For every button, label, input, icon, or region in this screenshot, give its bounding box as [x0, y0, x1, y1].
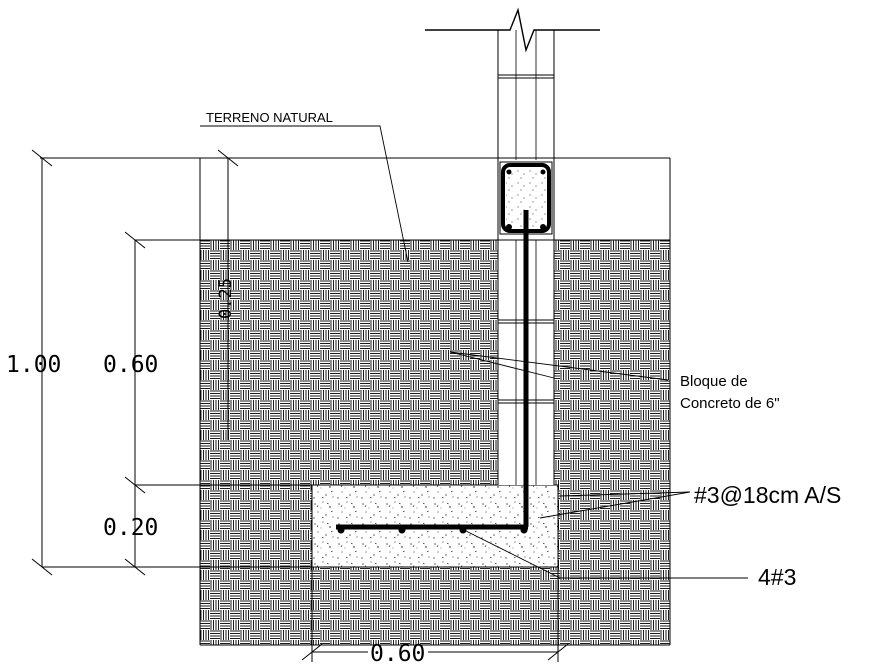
break-line	[425, 7, 600, 53]
small-dim-label: 0.25	[216, 278, 236, 319]
dim-total-height: 1.00	[6, 352, 61, 378]
dim-footing-width: 0.60	[370, 641, 425, 666]
rebar-dot	[398, 526, 406, 534]
upper-column	[425, 7, 600, 160]
terrain-label: TERRENO NATURAL	[206, 110, 333, 125]
rebar-dot	[520, 526, 528, 534]
dim-depth-to-footing: 0.60	[103, 352, 158, 378]
long-rebar-label: 4#3	[758, 564, 796, 590]
block-label-line1: Bloque de	[680, 373, 748, 390]
soil-hatch	[200, 240, 670, 645]
rebar-dot	[459, 526, 467, 534]
dimension-lines	[31, 149, 569, 662]
ground-band	[40, 157, 671, 646]
dim-footing-thickness: 0.20	[103, 515, 158, 541]
block-label-line2: Concreto de 6"	[680, 395, 780, 412]
stirrup-rebar-label: #3@18cm A/S	[694, 482, 841, 508]
leader-lines	[200, 125, 748, 579]
rebar	[336, 210, 529, 534]
rebar-dot	[337, 526, 345, 534]
